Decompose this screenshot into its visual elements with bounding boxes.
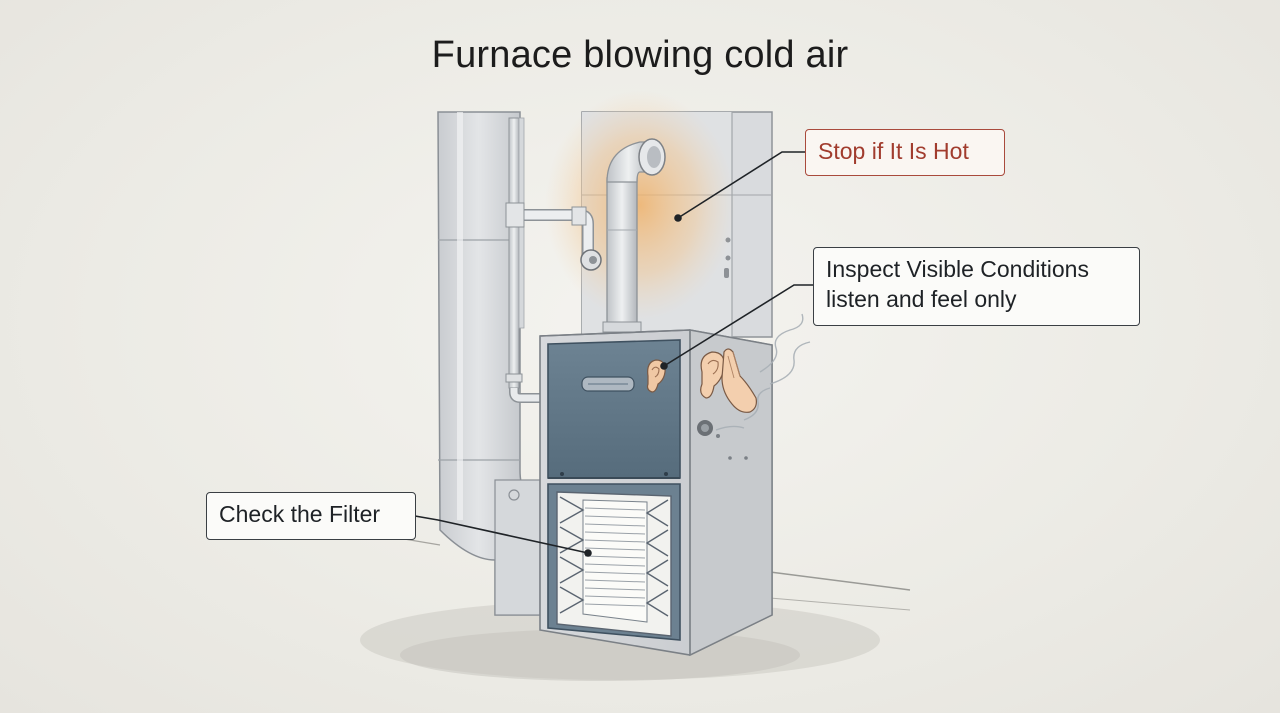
leader-filter <box>414 515 589 554</box>
callout-inspect-visible: Inspect Visible Conditions listen and fe… <box>813 247 1140 326</box>
callout-inspect-line1: Inspect Visible Conditions <box>826 256 1089 282</box>
page-title: Furnace blowing cold air <box>431 34 849 76</box>
flue-pipe <box>606 177 638 329</box>
callout-check-filter: Check the Filter <box>206 492 416 540</box>
bottom-edge <box>0 713 1280 715</box>
smoke-icon <box>715 313 811 431</box>
leader-inspect <box>663 284 814 367</box>
callout-check-filter-text: Check the Filter <box>219 501 381 527</box>
hand-icon <box>700 348 757 413</box>
callout-stop-if-hot-text: Stop if It Is Hot <box>818 138 969 164</box>
leader-hot <box>677 151 806 219</box>
heat-glow <box>545 90 735 320</box>
callout-inspect-line2: listen and feel only <box>826 286 1017 312</box>
ear-icon <box>646 359 666 393</box>
callout-stop-if-hot: Stop if It Is Hot <box>805 129 1005 176</box>
